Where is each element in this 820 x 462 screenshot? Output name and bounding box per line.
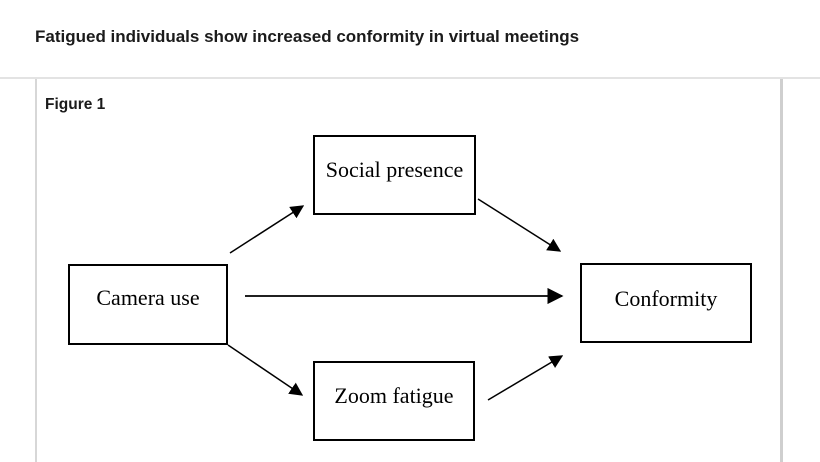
node-social-presence: Social presence xyxy=(313,135,476,215)
page-title: Fatigued individuals show increased conf… xyxy=(35,27,580,46)
header-divider xyxy=(0,77,820,79)
node-conformity-label: Conformity xyxy=(614,286,718,311)
node-social-presence-label: Social presence xyxy=(325,157,464,182)
figure-label: Figure 1 xyxy=(45,96,106,113)
node-conformity: Conformity xyxy=(580,263,752,343)
node-zoom-fatigue-label: Zoom fatigue xyxy=(334,383,454,408)
node-camera-use-label: Camera use xyxy=(96,284,200,310)
node-zoom-fatigue: Zoom fatigue xyxy=(313,361,475,441)
node-camera-use: Camera use xyxy=(68,264,228,345)
